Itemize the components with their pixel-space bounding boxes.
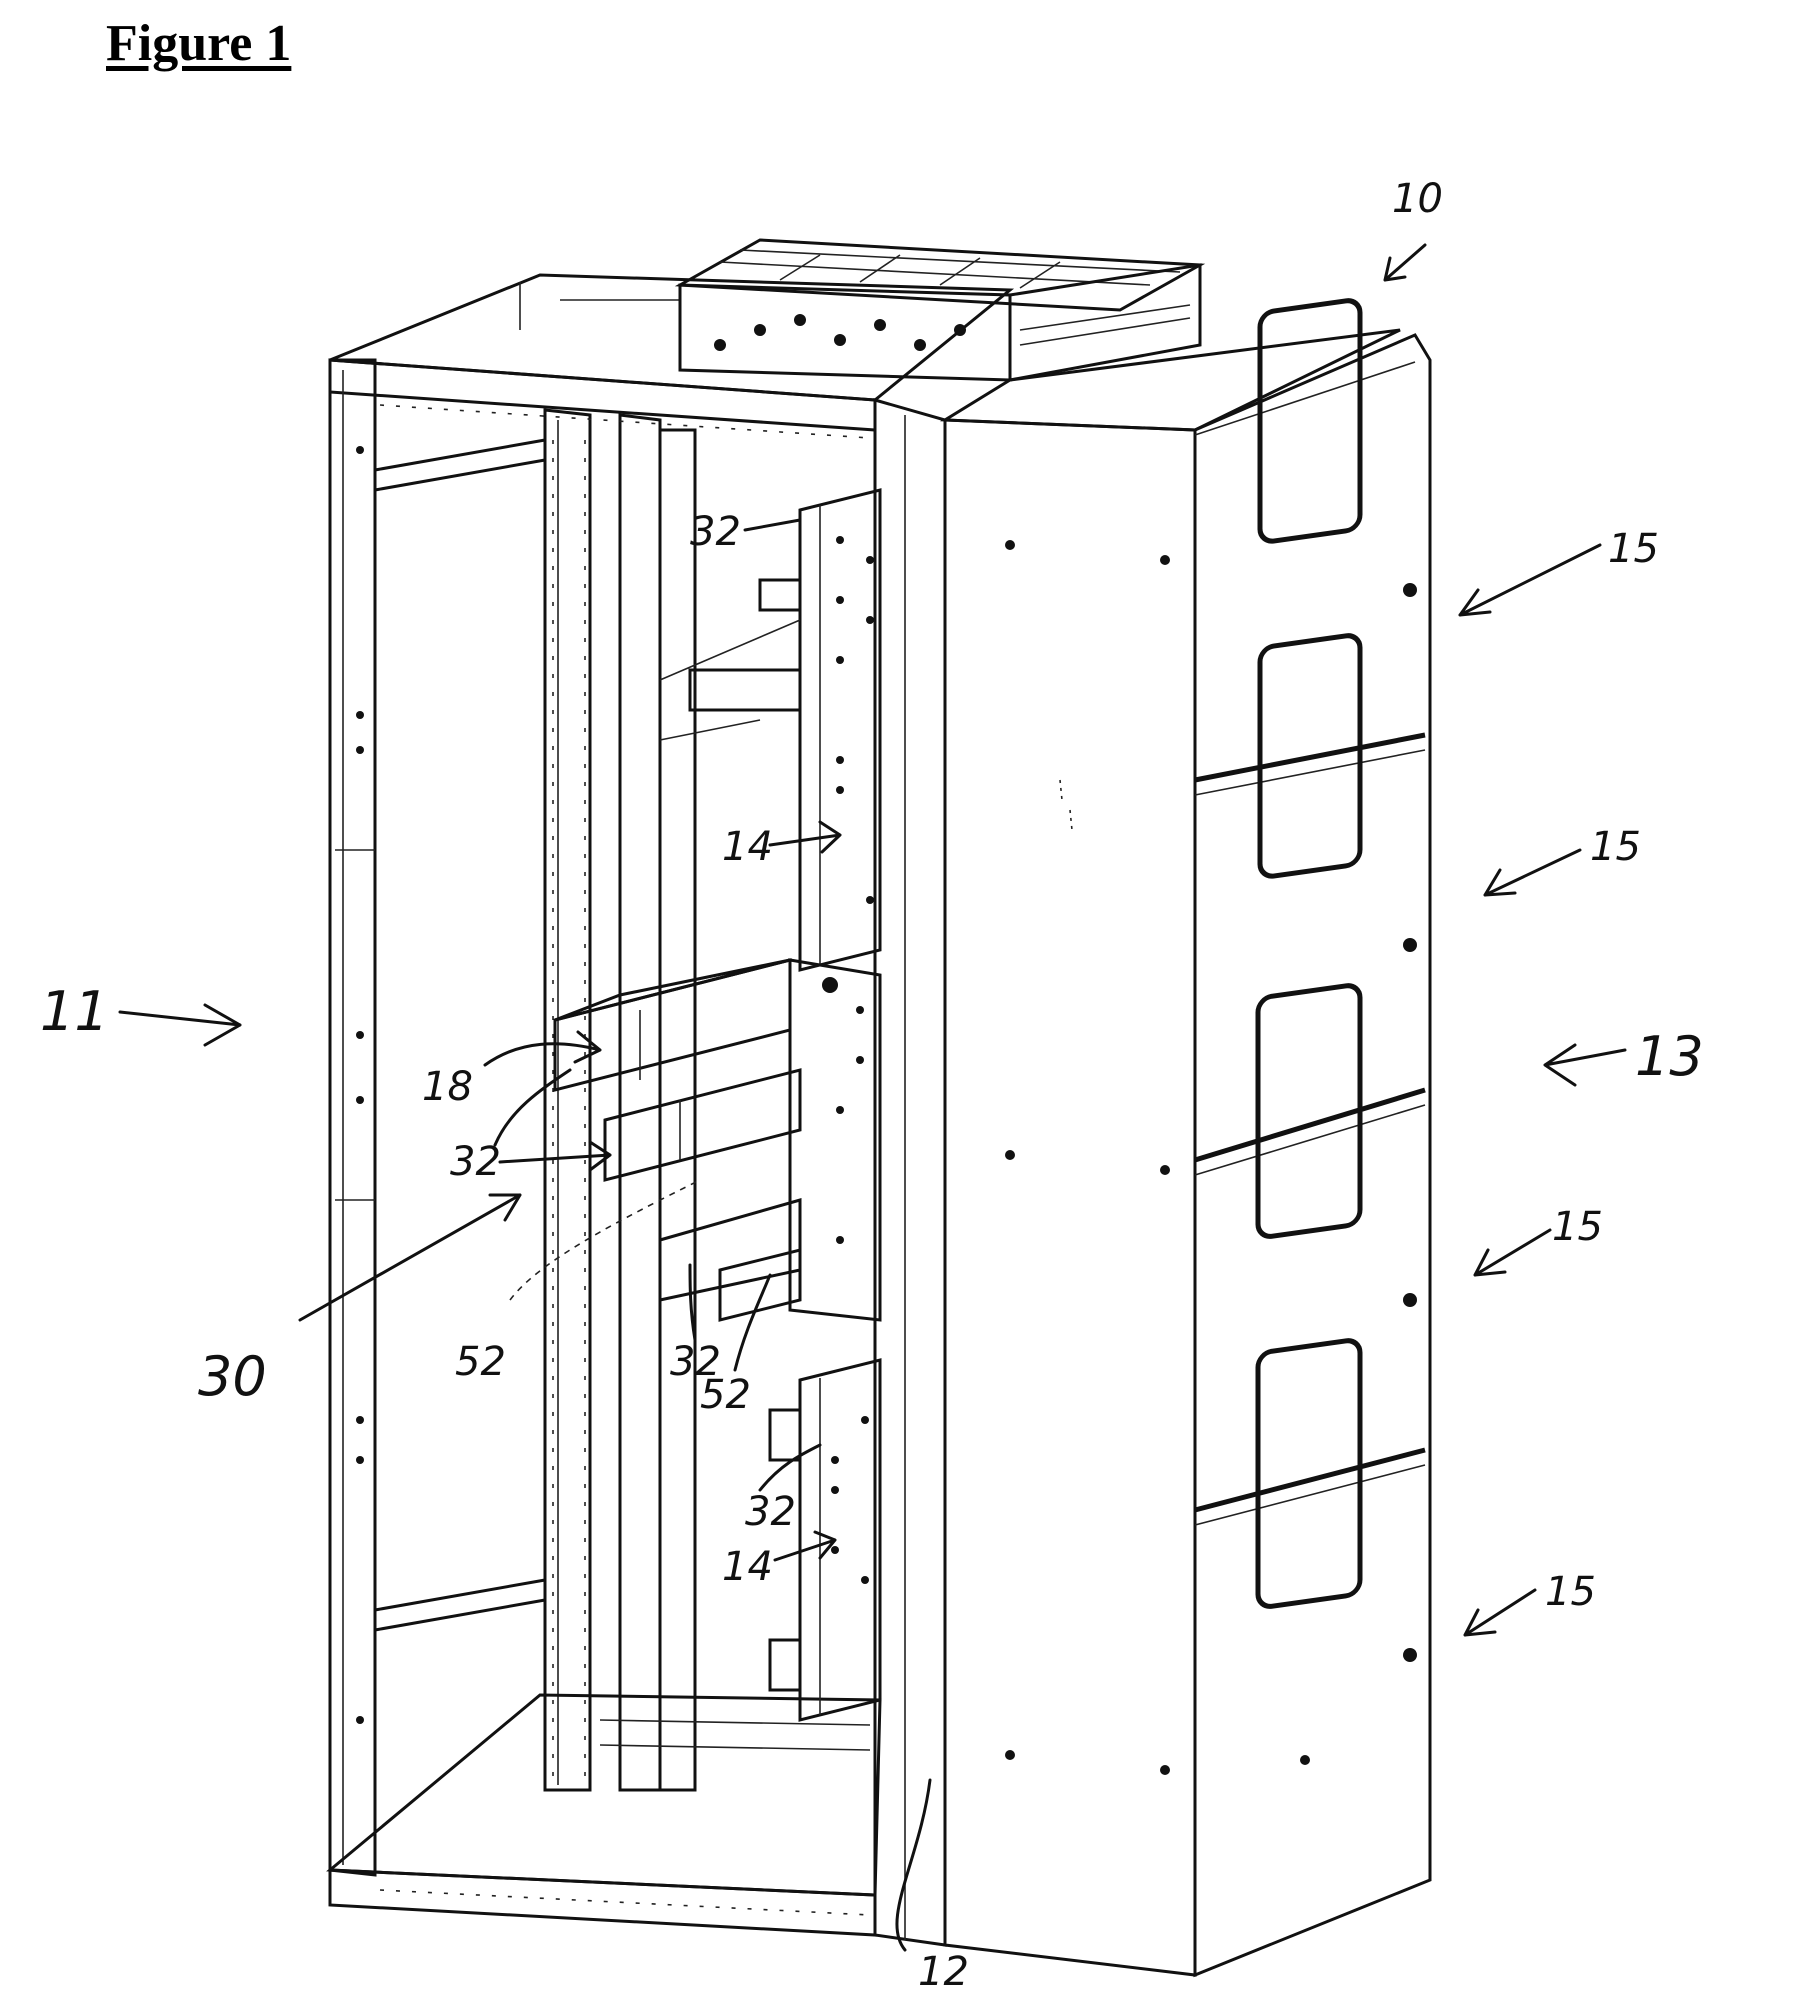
arrow-15-d (1465, 1590, 1535, 1635)
ref-13: 13 (1635, 1025, 1704, 1088)
leader-12 (897, 1780, 930, 1950)
arrow-13 (1545, 1045, 1625, 1085)
arrow-14-top (770, 822, 840, 852)
ref-52-left: 52 (455, 1339, 506, 1385)
ref-15-b: 15 (1590, 824, 1641, 870)
arrow-30 (300, 1195, 520, 1320)
ref-14-top: 14 (722, 824, 773, 870)
vertical-bus-upper (660, 490, 880, 970)
ref-18: 18 (422, 1064, 473, 1110)
vertical-bus-lower (770, 1360, 880, 1720)
ref-52-right: 52 (700, 1372, 751, 1418)
ref-12: 12 (918, 1949, 969, 1995)
arrow-14-bottom (775, 1532, 835, 1560)
ref-32-top: 32 (690, 509, 741, 555)
arrow-32-mid (500, 1142, 610, 1170)
door-window-3 (1258, 984, 1360, 1238)
arrow-11 (120, 1005, 240, 1045)
horizontal-bus-bars (555, 960, 880, 1320)
ref-15-d: 15 (1545, 1569, 1596, 1615)
ref-30: 30 (198, 1345, 267, 1408)
ref-10: 10 (1392, 176, 1443, 222)
roof-bus-compartment (680, 240, 1200, 380)
arrow-15-a (1460, 545, 1600, 615)
arrow-15-c (1475, 1230, 1550, 1275)
door-window-4 (1258, 1339, 1360, 1608)
ref-32-mid: 32 (450, 1139, 501, 1185)
left-frame (330, 275, 1010, 1945)
arrow-18 (485, 1032, 600, 1065)
leader-52-left (510, 1180, 700, 1300)
ref-11: 11 (40, 980, 109, 1043)
leader-52-right (735, 1275, 770, 1370)
ref-14-bottom: 14 (722, 1544, 773, 1590)
ref-15-a: 15 (1608, 526, 1659, 572)
ref-32-bottom: 32 (745, 1489, 796, 1535)
front-door-column (1195, 299, 1430, 1975)
ref-15-c: 15 (1552, 1204, 1603, 1250)
leader-32-top (745, 520, 800, 530)
door-window-1 (1260, 299, 1360, 543)
side-panel (945, 330, 1400, 1975)
arrow-10 (1385, 245, 1425, 280)
arrow-15-b (1485, 850, 1580, 895)
